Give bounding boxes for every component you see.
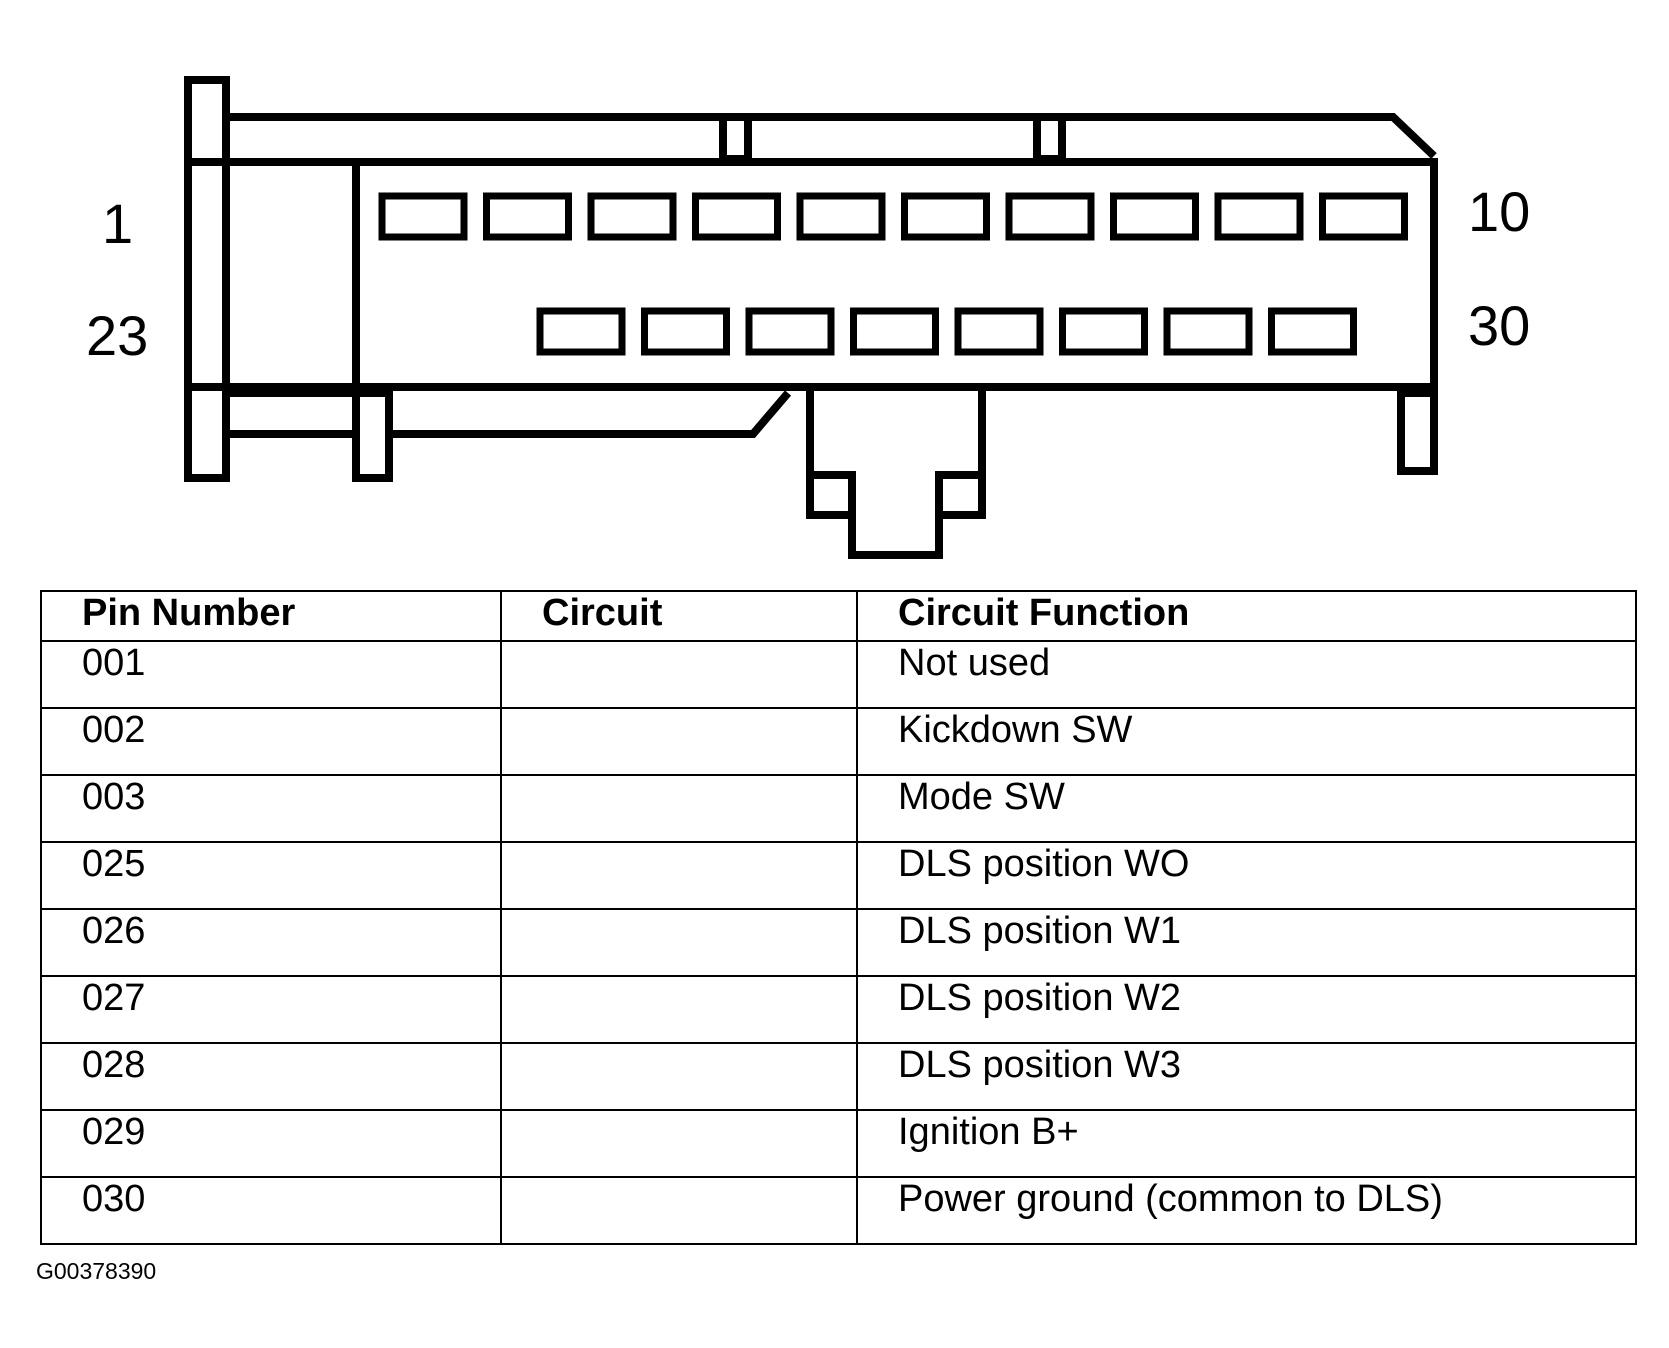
pin-cavity-top [1214,192,1304,241]
table-row: 001 Not used [40,640,1637,709]
table-row: 030 Power ground (common to DLS) [40,1176,1637,1245]
pin-cavity-bottom [745,307,835,356]
pin-cavity-top [587,192,677,241]
table-row: 029 Ignition B+ [40,1109,1637,1178]
pin-number-cell: 026 [40,908,502,977]
pin-number-cell: 028 [40,1042,502,1111]
connector-bottom-rail-left [226,389,356,438]
pin-cavity-top [483,192,572,241]
table-row: 002 Kickdown SW [40,707,1637,776]
circuit-cell [500,1109,858,1178]
table-row: 025 DLS position WO [40,841,1637,910]
pin-cavity-top [1005,192,1095,241]
header-circuit-function: Circuit Function [856,590,1637,642]
pin-cavity-bottom [850,307,939,356]
figure-id: G00378390 [36,1258,157,1284]
pin-number-cell: 025 [40,841,502,910]
connector-diagram: 1 23 10 30 [86,76,1530,559]
pin-cavity-top [796,192,886,241]
circuit-cell [500,1042,858,1111]
pin-cavity-top [1319,192,1408,241]
connector-bottom-post-left [352,389,393,482]
circuit-function-cell: DLS position W3 [856,1042,1637,1111]
circuit-cell [500,841,858,910]
connector-top-clip-right [1033,113,1066,163]
pin-cavity-bottom [536,307,626,356]
circuit-cell [500,640,858,709]
pin-cavity-bottom [1163,307,1253,356]
connector-lock-tab-inner [810,471,982,515]
pin-10-label: 10 [1468,180,1530,243]
pin-number-cell: 029 [40,1109,502,1178]
circuit-function-cell: Kickdown SW [856,707,1637,776]
connector-bottom-rail-sloped [389,390,792,438]
table-row: 027 DLS position W2 [40,975,1637,1044]
pin-number-cell: 030 [40,1176,502,1245]
circuit-function-cell: Mode SW [856,774,1637,843]
connector-top-latch [222,113,1437,159]
circuit-function-cell: Ignition B+ [856,1109,1637,1178]
circuit-function-cell: Not used [856,640,1637,709]
pin-cavity-bottom [954,307,1044,356]
circuit-function-cell: DLS position WO [856,841,1637,910]
circuit-cell [500,1176,858,1245]
circuit-function-cell: DLS position W2 [856,975,1637,1044]
connector-left-post [184,76,230,482]
pin-cavity-bottom [1059,307,1148,356]
pin-1-label: 1 [102,192,133,255]
table-row: 026 DLS position W1 [40,908,1637,977]
pin-cavity-top [378,192,468,241]
circuit-cell [500,774,858,843]
pin-cavity-top [1110,192,1199,241]
pin-cavity-bottom [641,307,730,356]
table-row: 028 DLS position W3 [40,1042,1637,1111]
pin-cavity-top [692,192,781,241]
circuit-cell [500,975,858,1044]
pin-23-label: 23 [86,304,148,367]
circuit-cell [500,707,858,776]
pin-cavity-bottom [1268,307,1357,356]
pin-30-label: 30 [1468,294,1530,357]
pin-number-cell: 003 [40,774,502,843]
connector-top-clip-left [719,113,752,163]
header-circuit: Circuit [500,590,858,642]
connector-bottom-post-right [1397,389,1438,475]
circuit-function-cell: Power ground (common to DLS) [856,1176,1637,1245]
table-row: 003 Mode SW [40,774,1637,843]
pin-number-cell: 002 [40,707,502,776]
pin-number-cell: 001 [40,640,502,709]
pin-number-cell: 027 [40,975,502,1044]
table-header-row: Pin Number Circuit Circuit Function [40,590,1637,642]
circuit-cell [500,908,858,977]
connector-lock-tab [806,387,986,559]
header-pin-number: Pin Number [40,590,502,642]
circuit-function-cell: DLS position W1 [856,908,1637,977]
pin-cavity-top [901,192,990,241]
pinout-table: Pin Number Circuit Circuit Function 001 … [40,590,1637,1245]
